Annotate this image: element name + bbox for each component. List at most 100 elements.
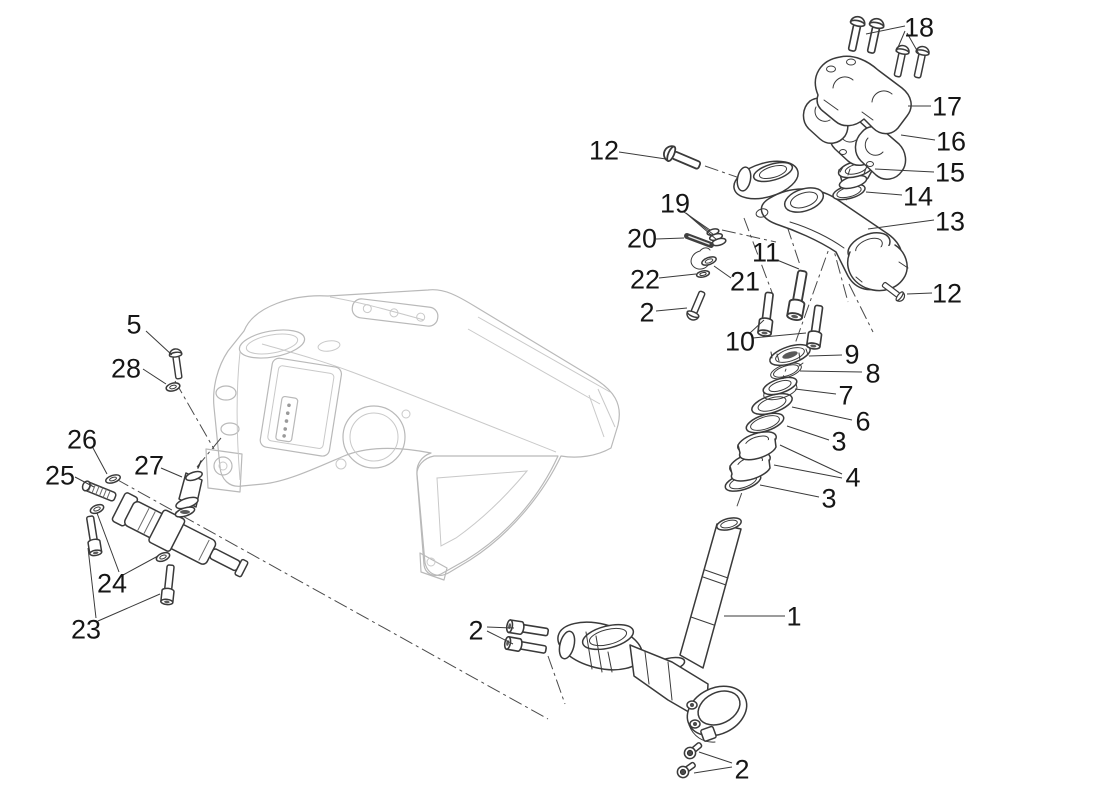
- leader-line-18: [906, 32, 920, 55]
- callout-12: 12: [932, 278, 962, 308]
- leader-line-2: [486, 630, 514, 645]
- leader-line-5: [145, 330, 173, 356]
- callout-15: 15: [935, 157, 965, 187]
- leader-line-12: [906, 292, 933, 295]
- hook-clip: [690, 247, 717, 270]
- leader-line-10: [752, 332, 807, 339]
- leader-line-27: [160, 467, 183, 478]
- callout-21: 21: [730, 266, 760, 296]
- riser-bolt: [890, 43, 911, 79]
- leader-line-2: [486, 626, 515, 629]
- leader-line-18: [895, 30, 906, 53]
- leader-line-16: [900, 134, 936, 141]
- pinch-bolt: [660, 142, 704, 174]
- leader-line-12: [618, 151, 667, 160]
- callout-1: 1: [786, 601, 801, 631]
- clamp-screw: [681, 738, 706, 762]
- clamp-cap-screw: [756, 290, 777, 338]
- callout-19: 19: [660, 188, 690, 218]
- clamp-bolt: [505, 618, 550, 640]
- callout-24: 24: [97, 568, 127, 598]
- callout-9: 9: [844, 339, 859, 369]
- leader-line-7: [794, 388, 837, 395]
- leader-line-21: [713, 265, 732, 279]
- clamp-cap-screw: [805, 303, 827, 351]
- leader-line-10: [749, 319, 765, 334]
- leader-line-3: [786, 425, 830, 441]
- leader-line-4: [779, 444, 843, 475]
- callout-28: 28: [111, 353, 141, 383]
- leader-line-24: [96, 512, 120, 573]
- damper-body: [111, 492, 249, 578]
- leader-line-14: [865, 191, 903, 196]
- washer-ring: [745, 412, 785, 434]
- leader-line-23: [97, 593, 161, 622]
- callout-26: 26: [67, 424, 97, 454]
- leader-line-8: [799, 370, 863, 373]
- callout-25: 25: [45, 460, 75, 490]
- bearing-cone: [737, 431, 777, 461]
- callout-11: 11: [752, 237, 780, 267]
- leader-line-4: [773, 464, 843, 479]
- top-triple-clamp: [733, 160, 909, 292]
- callout-6: 6: [855, 406, 870, 436]
- leader-line-20: [655, 237, 685, 240]
- callout-10: 10: [725, 326, 755, 356]
- callout-2: 2: [734, 754, 749, 784]
- callout-2: 2: [639, 297, 654, 327]
- callout-8: 8: [865, 358, 880, 388]
- bearing-stack: [724, 343, 811, 492]
- steering-damper: [81, 480, 249, 578]
- callout-23: 23: [71, 614, 101, 644]
- riser-bolt: [862, 16, 886, 56]
- damper-bolt: [83, 514, 103, 558]
- callout-7: 7: [838, 380, 853, 410]
- callout-18: 18: [904, 12, 934, 42]
- clamp-screw: [674, 758, 699, 781]
- leader-line-25: [74, 476, 95, 488]
- callout-27: 27: [134, 450, 164, 480]
- leader-line-19: [686, 213, 718, 241]
- riser-bolt: [843, 14, 867, 54]
- damper-adjuster-rod: [81, 480, 117, 502]
- callout-22: 22: [630, 264, 660, 294]
- frame-ecu-plate: [259, 357, 343, 457]
- damper-washers: [89, 503, 171, 563]
- handlebar-riser-upper: [802, 55, 912, 144]
- clamp-cap-screw: [785, 268, 811, 322]
- callout-16: 16: [936, 126, 966, 156]
- leader-lines: [74, 25, 936, 774]
- leader-line-11: [776, 259, 800, 270]
- cluster-bolt: [684, 288, 709, 323]
- steering-stem-nut: [837, 159, 875, 190]
- small-washer: [695, 270, 711, 278]
- dust-seal: [751, 392, 793, 416]
- clamp-bolt: [503, 635, 548, 657]
- leader-line-9: [808, 354, 843, 357]
- leader-line-13: [867, 219, 935, 230]
- callout-3: 3: [821, 483, 836, 513]
- leader-line-2: [693, 766, 733, 774]
- callout-4: 4: [845, 462, 860, 492]
- callout-2: 2: [468, 615, 483, 645]
- handlebar-riser-lower-clamps: [828, 114, 907, 180]
- callout-13: 13: [935, 206, 965, 236]
- leader-line-3: [759, 484, 820, 498]
- leader-line-18: [865, 25, 906, 35]
- leader-line-15: [874, 168, 935, 173]
- frame-bolt: [168, 347, 186, 381]
- callout-12: 12: [589, 135, 619, 165]
- leader-line-24: [122, 555, 159, 576]
- riser-bolt: [910, 44, 931, 80]
- motorcycle-frame: [205, 289, 620, 581]
- leader-line-2: [698, 751, 733, 764]
- leader-line-23: [87, 547, 97, 619]
- leader-line-22: [658, 273, 697, 279]
- steering-stem-lower-clamp: [557, 517, 748, 743]
- damper-bolt: [159, 563, 178, 606]
- leader-line-26: [92, 447, 108, 475]
- frame-bolt-washer: [165, 382, 181, 392]
